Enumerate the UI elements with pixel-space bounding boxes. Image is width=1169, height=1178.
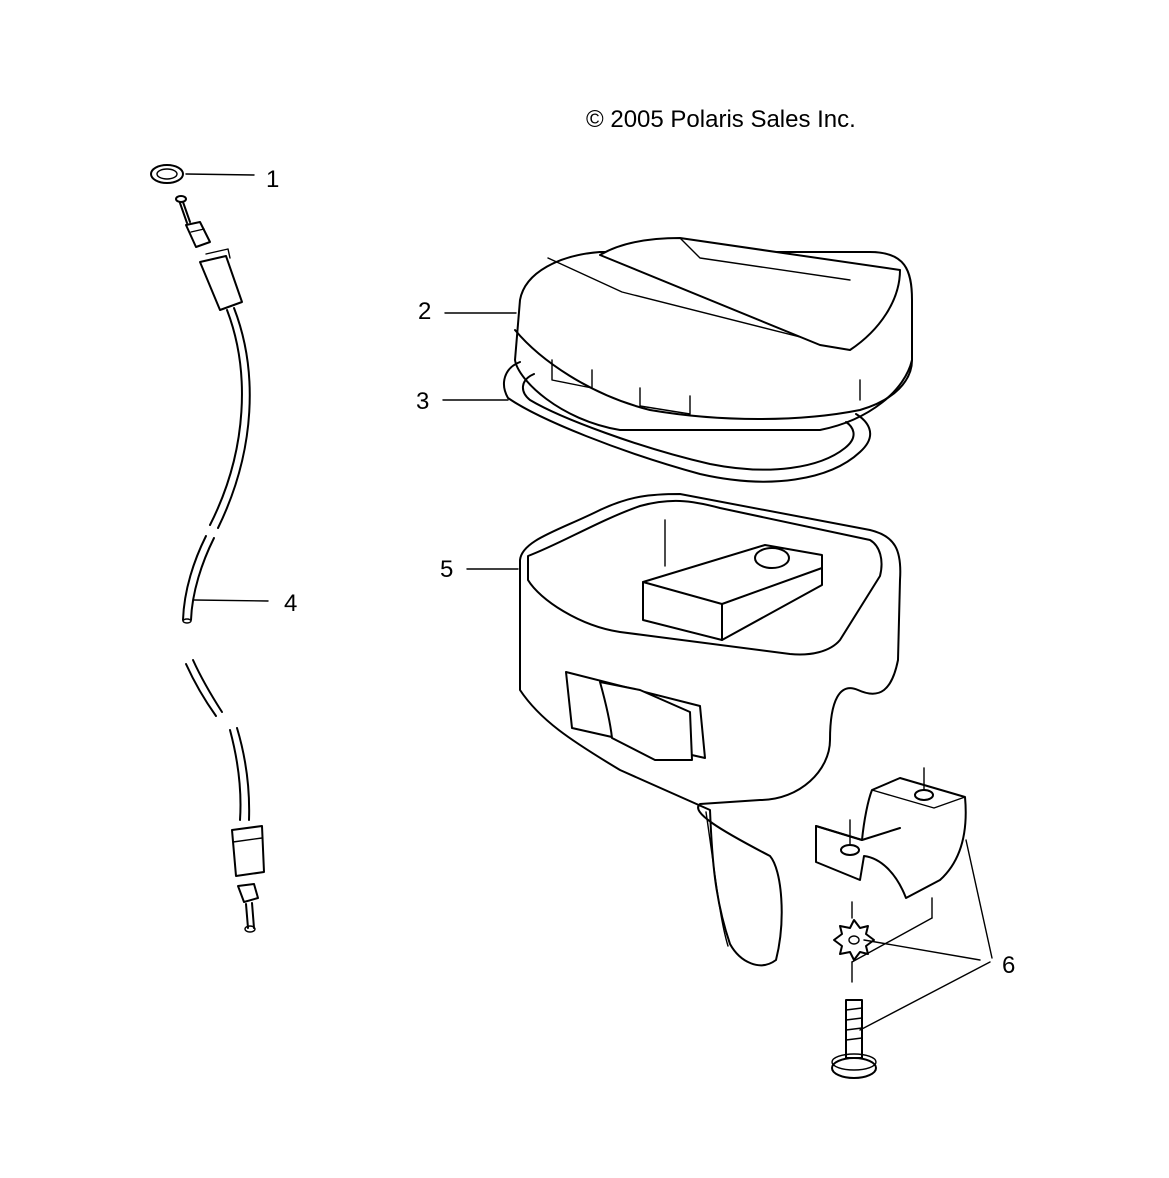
callout-1: 1: [266, 166, 280, 193]
o-ring-part: [150, 164, 255, 184]
gasket-part: [442, 361, 872, 483]
copyright-text: © 2005 Polaris Sales Inc.: [586, 106, 856, 133]
callout-6: 6: [1002, 952, 1016, 979]
callout-4: 4: [284, 590, 298, 617]
throttle-housing-part: [466, 493, 902, 967]
clamp-hardware-part: [815, 767, 993, 1079]
callout-2: 2: [418, 298, 432, 325]
callout-3: 3: [416, 388, 430, 415]
housing-cover-part: [444, 237, 913, 431]
callout-5: 5: [440, 556, 454, 583]
throttle-cable-part: [175, 195, 269, 933]
